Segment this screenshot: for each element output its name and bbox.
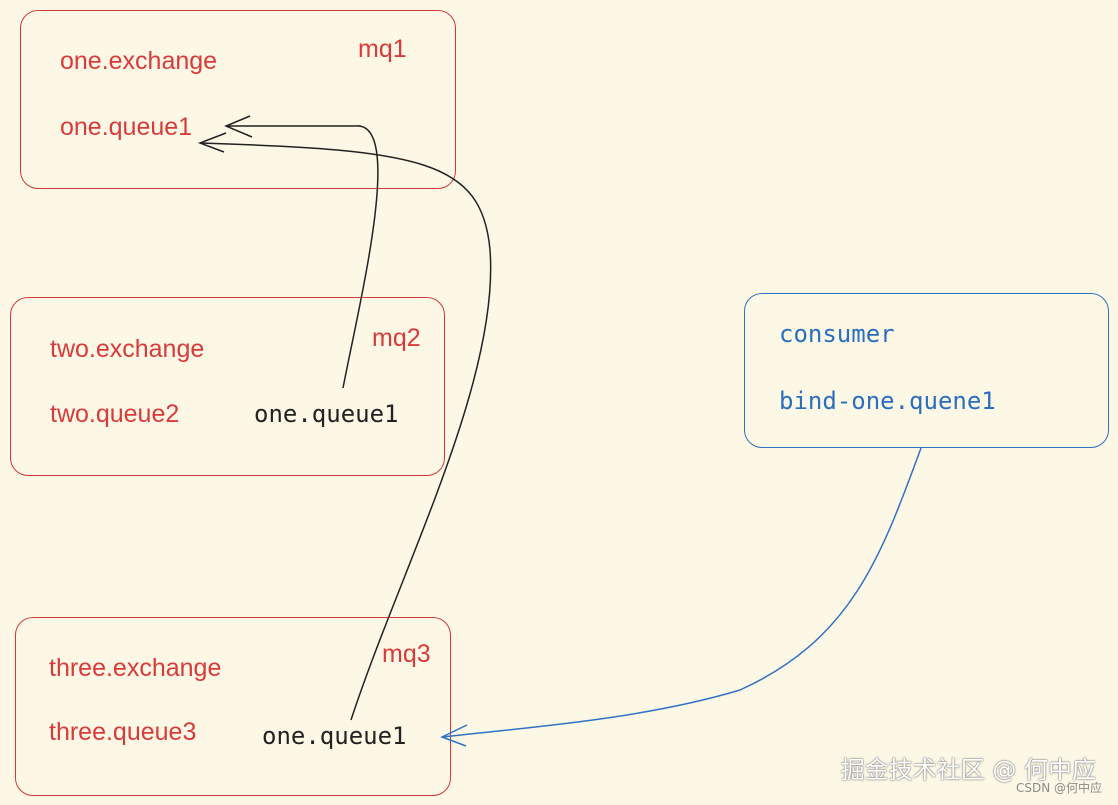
consumer-binding-label: bind-one.quene1 — [779, 387, 996, 415]
arrow-mq2-to-mq1-head — [224, 115, 253, 138]
mq3-mirror-queue-label: one.queue1 — [262, 722, 407, 750]
mq3-queue-label: three.queue3 — [49, 718, 197, 746]
arrow-consumer-to-mq3-head — [440, 724, 468, 747]
arrow-mq2-to-mq1 — [226, 125, 379, 389]
mq3-exchange-label: three.exchange — [49, 654, 222, 682]
arrow-mq3-to-mq1 — [199, 142, 492, 721]
arrow-mq3-to-mq1-head — [197, 132, 227, 153]
mq1-box — [20, 10, 456, 189]
watermark-main: 掘金技术社区 @ 何中应 — [840, 756, 1096, 784]
mq2-exchange-label: two.exchange — [50, 335, 205, 363]
watermark-sub: CSDN @何中应 — [1015, 781, 1102, 795]
mq2-box — [10, 297, 445, 476]
mq1-exchange-label: one.exchange — [60, 47, 218, 75]
consumer-box — [744, 293, 1109, 448]
consumer-title: consumer — [779, 320, 895, 348]
arrow-consumer-to-mq3 — [441, 447, 922, 738]
mq2-queue-label: two.queue2 — [50, 400, 180, 428]
mq3-box — [15, 617, 451, 796]
mq1-queue-label: one.queue1 — [60, 113, 193, 141]
mq1-name-label: mq1 — [358, 35, 407, 63]
mq3-name-label: mq3 — [382, 640, 431, 668]
mq2-mirror-queue-label: one.queue1 — [254, 400, 399, 428]
mq2-name-label: mq2 — [372, 324, 421, 352]
